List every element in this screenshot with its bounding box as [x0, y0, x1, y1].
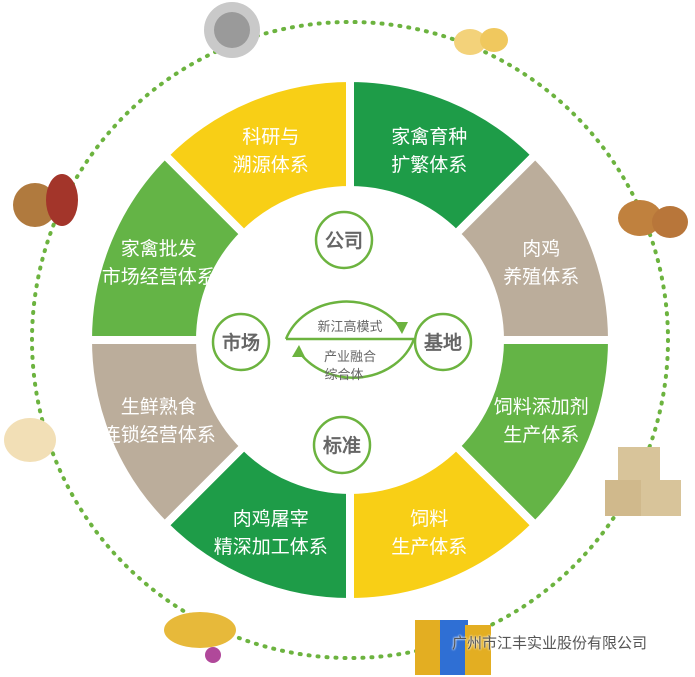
segment-label: 肉鸡屠宰: [233, 508, 309, 530]
node-circle-top: [314, 210, 374, 270]
cycle-arrow-top: [284, 300, 402, 340]
node-label-bottom: 标准: [323, 435, 361, 457]
photo-chicks: [454, 28, 508, 55]
photo-hens-right: [618, 200, 688, 238]
watermark-text: 广州市江丰实业股份有限公司: [452, 634, 648, 652]
cycle-arrow-bottom: [299, 338, 416, 379]
arrow-head-left: [292, 345, 305, 357]
node-label-left: 市场: [222, 331, 260, 354]
node-circle-bottom: [312, 415, 372, 475]
node-circle-right: [413, 312, 473, 372]
node-circle-left: [211, 312, 271, 372]
segment-label: 饲料添加剂: [494, 396, 589, 418]
segment-label: 生鲜熟食: [121, 396, 197, 418]
segment-label: 生产体系: [503, 424, 579, 446]
segment-label: 肉鸡: [522, 238, 560, 260]
segment-label: 扩繁体系: [391, 154, 467, 176]
segment-label: 饲料: [410, 508, 448, 530]
center-lower-text-1: 产业融合: [324, 350, 376, 365]
segment-label: 家禽育种: [391, 126, 467, 148]
photo-feed-boxes: [605, 447, 681, 516]
segment-label: 家禽批发: [121, 238, 197, 260]
center-cycle: [284, 300, 416, 379]
segment-label: 科研与: [242, 126, 299, 148]
center-lower-text-2: 综合体: [324, 368, 363, 383]
segment-label: 溯源体系: [233, 154, 309, 176]
photo-lab-worker: [204, 2, 260, 58]
center-upper-text: 新江高模式: [317, 319, 382, 335]
photo-roast-chicken: [164, 612, 236, 663]
dotted-outer-ring: [30, 20, 670, 660]
node-label-top: 公司: [325, 230, 363, 252]
segment-label: 市场经营体系: [102, 266, 216, 288]
segment-label: 连锁经营体系: [102, 424, 216, 446]
segment-wedge: [159, 73, 354, 240]
arrow-head-right: [395, 322, 408, 334]
segment-label: 养殖体系: [503, 266, 579, 288]
segment-label: 精深加工体系: [214, 536, 328, 558]
segment-label: 生产体系: [391, 536, 467, 558]
photo-chicken-meat: [4, 418, 56, 462]
photo-feed-bags: [415, 620, 491, 675]
node-label-right: 基地: [423, 331, 462, 354]
photo-roosters-left: [13, 174, 78, 227]
